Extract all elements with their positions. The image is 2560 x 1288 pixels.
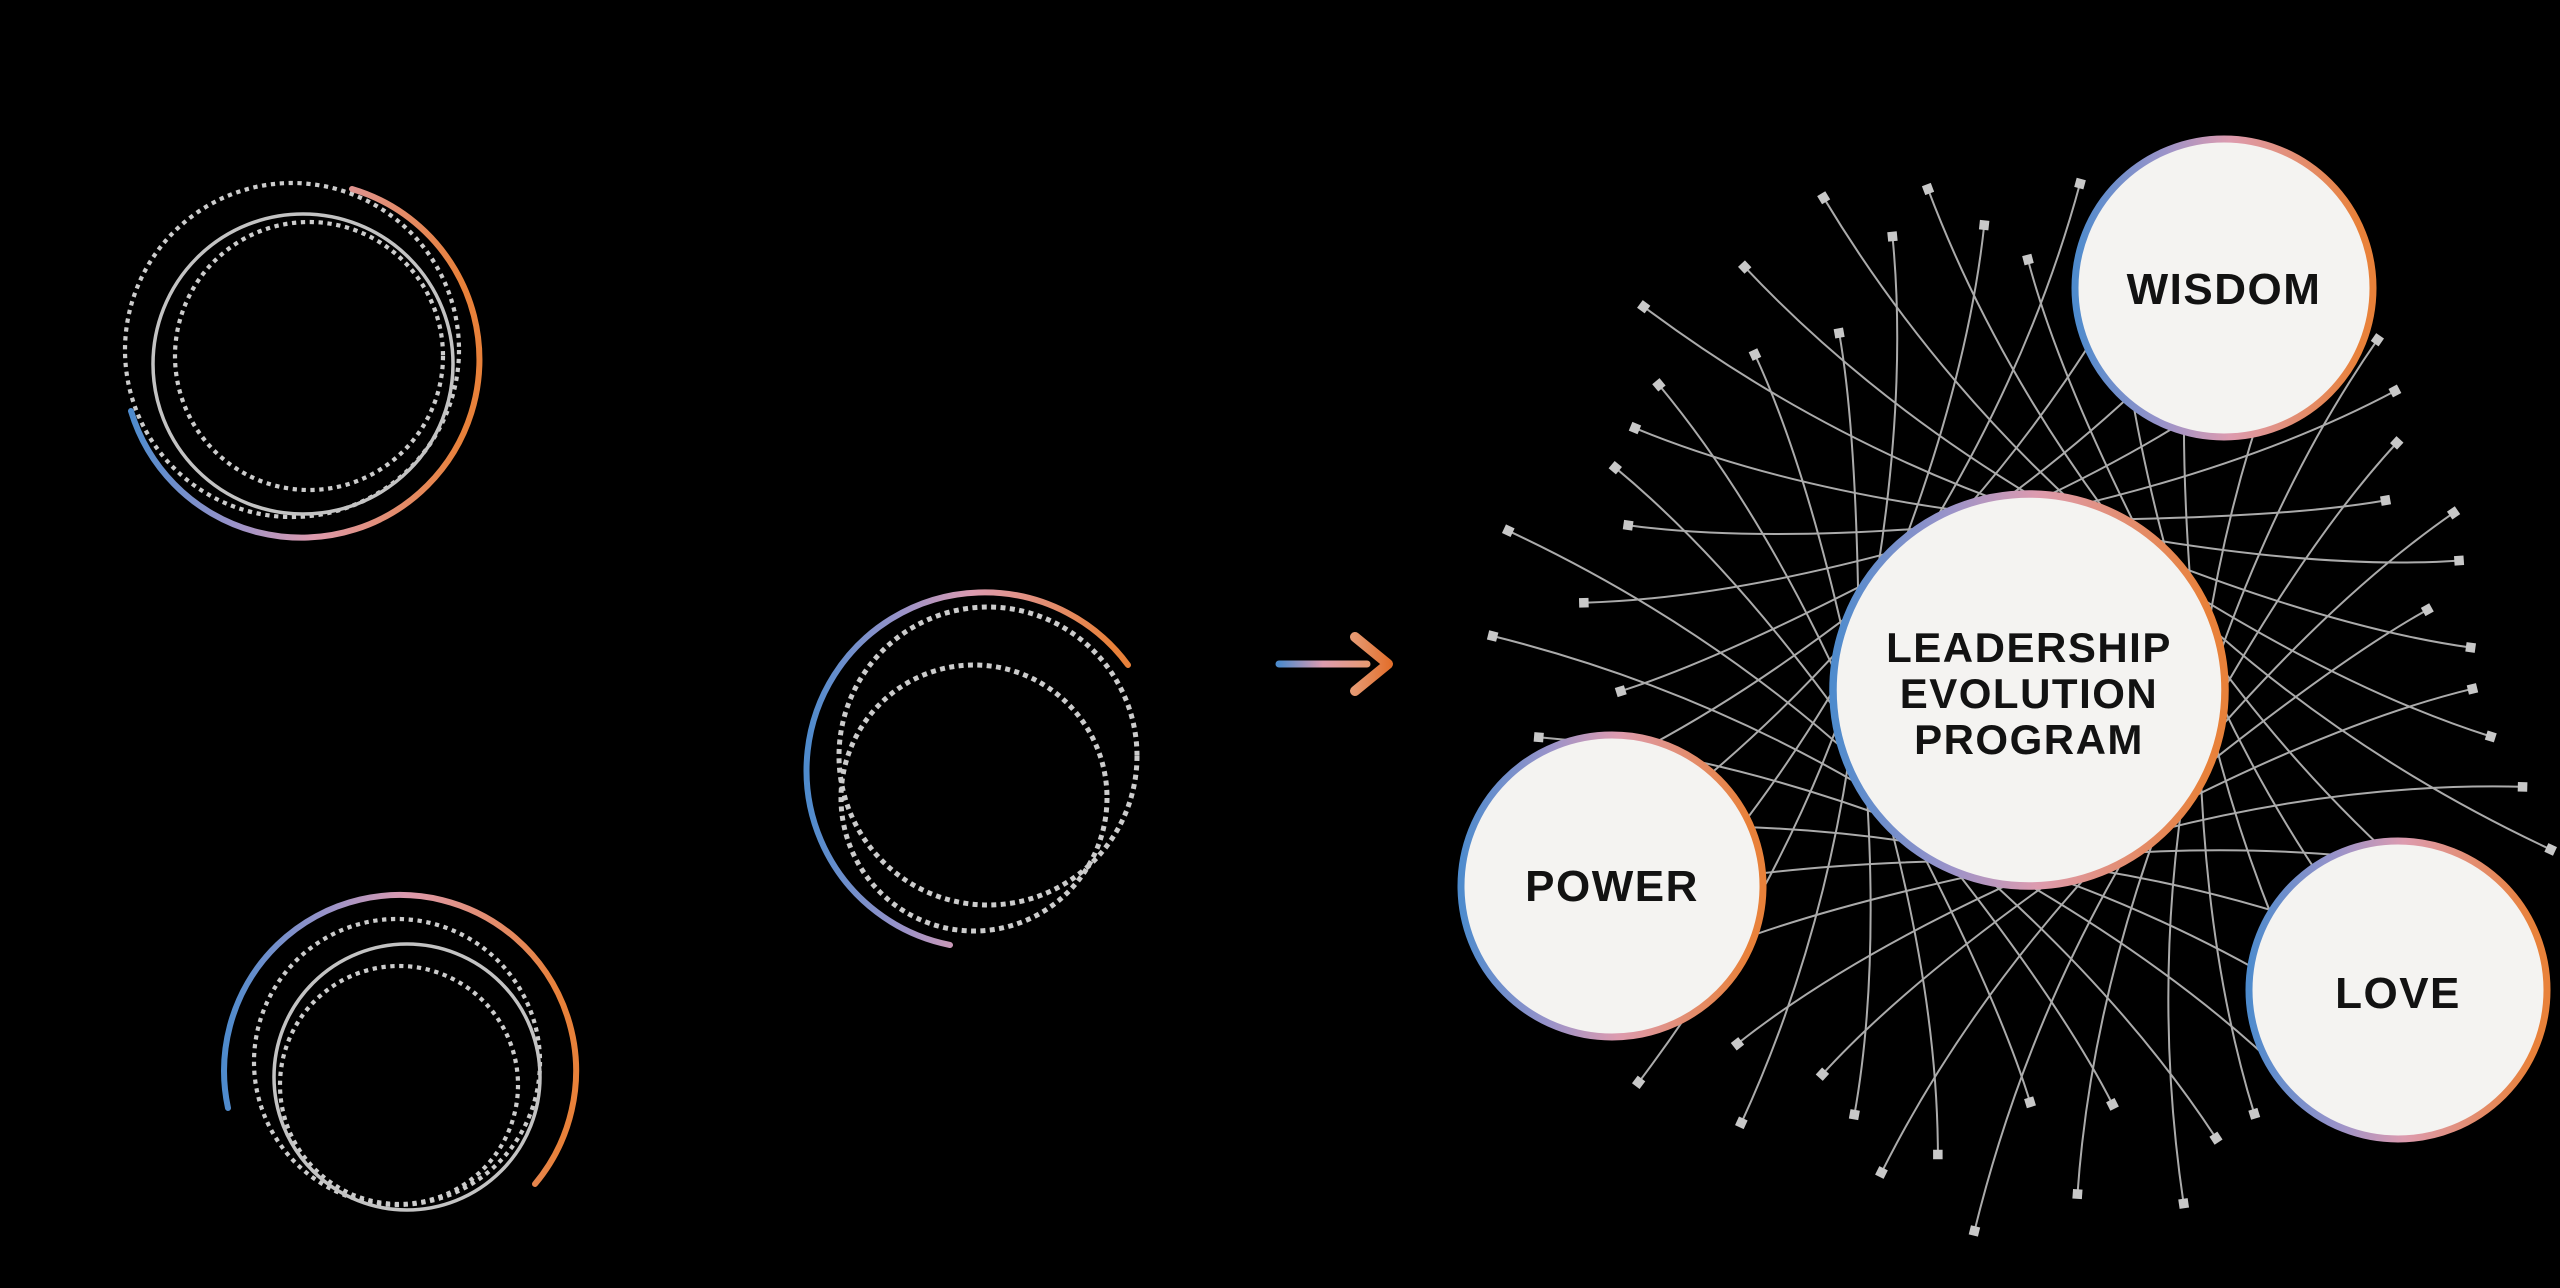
arrow-head: [1350, 632, 1393, 696]
node-circle-leadership: [1829, 490, 2229, 890]
ring-gradient-arc: [221, 892, 580, 1187]
diagram-nodes: WISDOM LEADERSHIP EVOLUTION PROGRAM POWE…: [1457, 135, 2551, 1143]
ring-dotted-circle: [172, 219, 446, 493]
ring-dotted-circle: [277, 963, 521, 1207]
decorative-rings: [122, 180, 1140, 1212]
decorative-ring-top-left: [122, 180, 483, 541]
leadership-label-line3: PROGRAM: [1914, 716, 2144, 763]
ring-gradient-arc: [128, 186, 483, 541]
ring-solid-circle: [151, 212, 455, 516]
decorative-ring-middle: [803, 589, 1140, 948]
arrow-right-icon: [1275, 632, 1393, 696]
leadership-label-line2: EVOLUTION: [1900, 670, 2159, 717]
power-label: POWER: [1525, 862, 1699, 911]
ring-dotted-circle: [836, 604, 1140, 908]
wisdom-label: WISDOM: [2127, 265, 2322, 314]
ring-gradient-arc: [803, 589, 1131, 948]
decorative-ring-bottom-left: [221, 892, 580, 1212]
leadership-label-line1: LEADERSHIP: [1886, 624, 2172, 671]
ring-dotted-circle: [251, 916, 543, 1208]
ring-dotted-circle: [122, 180, 462, 520]
node-circle-wisdom: [2071, 135, 2377, 441]
love-label: LOVE: [2335, 969, 2461, 1018]
ring-solid-circle: [272, 942, 542, 1212]
node-circle-power: [1457, 731, 1767, 1041]
ring-dotted-circle: [838, 662, 1110, 934]
node-circle-love: [2245, 837, 2551, 1143]
